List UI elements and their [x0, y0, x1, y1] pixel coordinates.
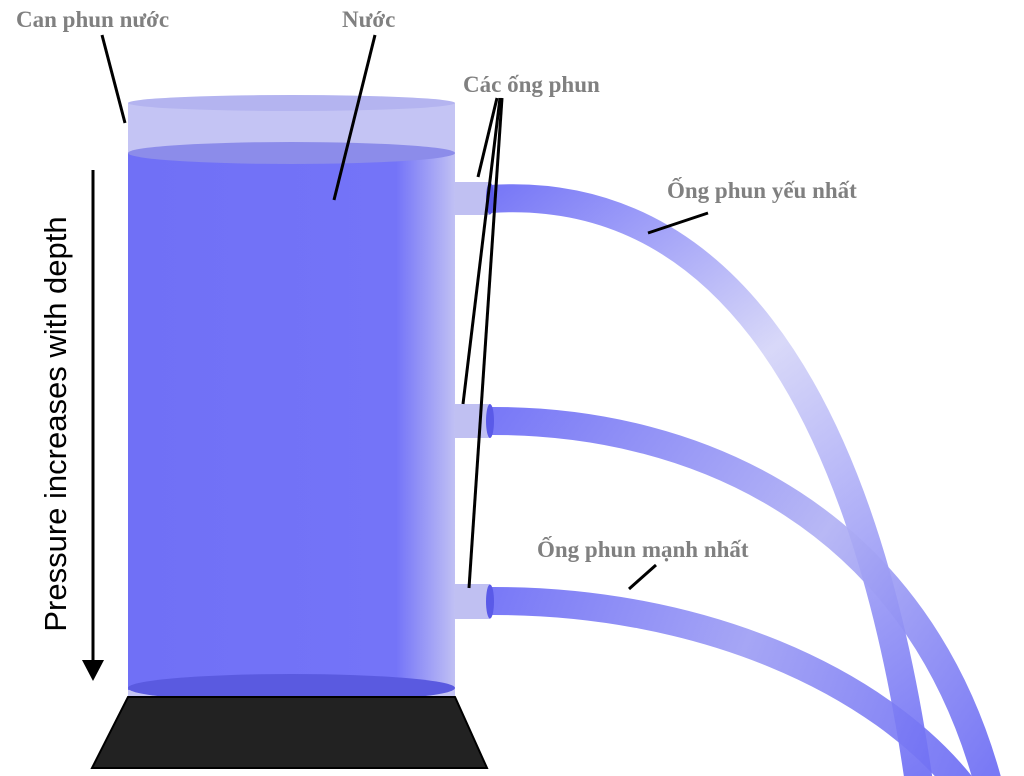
pressure-arrow [82, 170, 104, 681]
stand-base [90, 696, 489, 769]
label-water: Nước [342, 7, 395, 32]
label-nozzles: Các ống phun [463, 72, 600, 97]
label-weakest-nozzle: Ống phun yếu nhất [667, 177, 857, 203]
label-strongest-nozzle: Ống phun mạnh nhất [537, 536, 749, 562]
nozzle-middle [455, 404, 494, 438]
strongest-water-stream [489, 586, 972, 776]
nozzle-bottom [455, 584, 494, 619]
label-watering-can: Can phun nước [16, 7, 169, 32]
pressure-label: Pressure increases with depth [38, 216, 73, 631]
water-body [128, 153, 455, 690]
middle-water-stream [489, 406, 1001, 776]
container-rim [128, 95, 455, 111]
leader-lines [100, 34, 709, 591]
water-bottom [128, 674, 455, 702]
weakest-water-stream [489, 184, 933, 776]
water-surface [128, 142, 455, 164]
